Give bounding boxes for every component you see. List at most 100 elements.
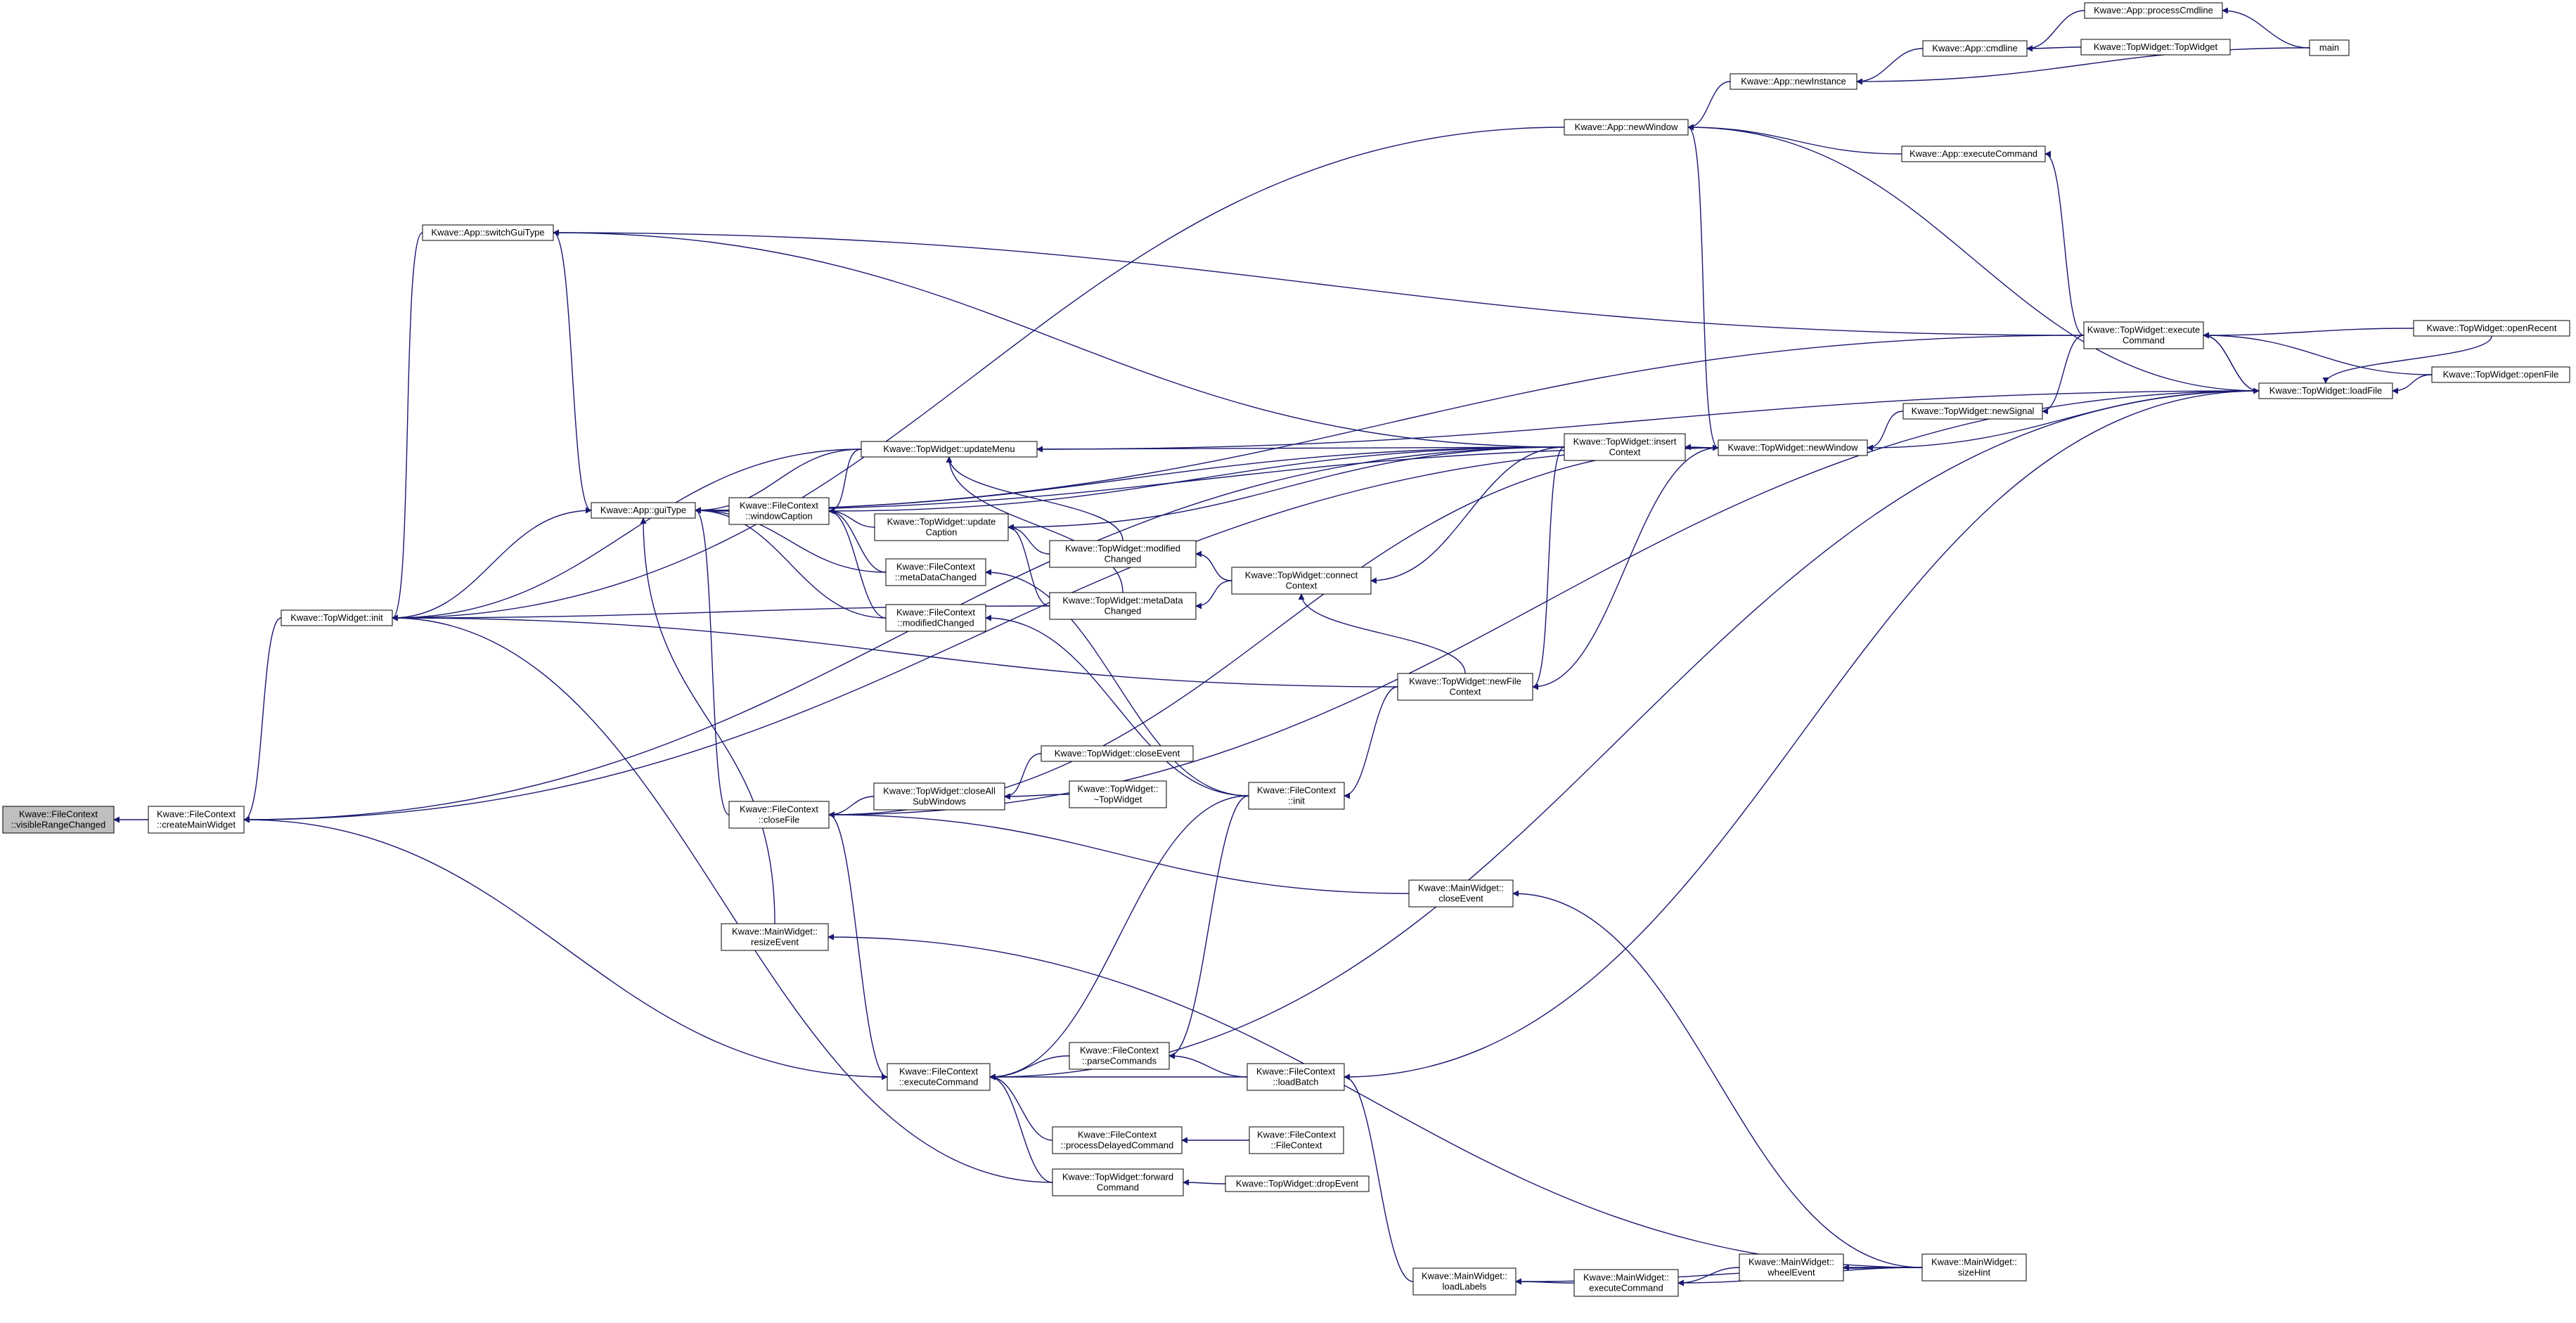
- node-twmod[interactable]: Kwave::TopWidget::modifiedChanged: [1049, 540, 1197, 568]
- node-box-main: [2309, 39, 2350, 56]
- node-newinst[interactable]: Kwave::App::newInstance: [1730, 73, 1857, 90]
- node-label-twnw: Kwave::TopWidget::newWindow: [1728, 442, 1859, 453]
- edge-parsecmd-fcinit: [1168, 795, 1249, 1059]
- node-twctor[interactable]: Kwave::TopWidget::TopWidget: [2080, 39, 2231, 56]
- graph-edges: [113, 7, 2492, 1286]
- node-twdrop[interactable]: Kwave::TopWidget::dropEvent: [1225, 1175, 1370, 1192]
- node-mwsize[interactable]: Kwave::MainWidget::sizeHint: [1921, 1253, 2027, 1282]
- node-label-proccmd: Kwave::App::processCmdline: [2094, 5, 2213, 15]
- edge-loadbatch-mwloadlabels: [1344, 1073, 1414, 1282]
- node-mwwheel[interactable]: Kwave::MainWidget::wheelEvent: [1739, 1253, 1844, 1282]
- edge-modc-fcinit: [985, 614, 1249, 796]
- node-twmeta[interactable]: Kwave::TopWidget::metaDataChanged: [1049, 592, 1197, 620]
- edge-guitype-mdc: [695, 507, 887, 573]
- node-label-openrecent: Kwave::TopWidget::openRecent: [2427, 323, 2557, 333]
- node-mwresize[interactable]: Kwave::MainWidget::resizeEvent: [721, 923, 829, 951]
- node-fcinit[interactable]: Kwave::FileContext::init: [1248, 782, 1345, 810]
- node-twexec[interactable]: Kwave::TopWidget::executeCommand: [2083, 321, 2204, 349]
- edge-wincap-modc: [828, 508, 887, 619]
- node-label-updcap: Kwave::TopWidget::update: [887, 517, 996, 527]
- edge-conn-insctx: [1370, 446, 1565, 584]
- node-label-vrc: Kwave::FileContext: [19, 809, 98, 820]
- node-label-guitype: Kwave::App::guiType: [600, 505, 686, 515]
- node-label-fcexec: ::executeCommand: [899, 1077, 979, 1088]
- node-twclose[interactable]: Kwave::TopWidget::closeEvent: [1041, 745, 1194, 762]
- node-closefile[interactable]: Kwave::FileContext::closeFile: [728, 801, 830, 829]
- node-label-conn: Context: [1286, 581, 1318, 591]
- edge-fcexec-closefile: [828, 814, 888, 1080]
- node-fcexec[interactable]: Kwave::FileContext::executeCommand: [887, 1063, 991, 1091]
- node-updmenu[interactable]: Kwave::TopWidget::updateMenu: [861, 441, 1038, 458]
- node-parsecmd[interactable]: Kwave::FileContext::parseCommands: [1069, 1042, 1170, 1070]
- node-vrc[interactable]: Kwave::FileContext::visibleRangeChanged: [2, 806, 115, 834]
- edge-fcexec-twfwd: [989, 1073, 1053, 1183]
- node-openfile[interactable]: Kwave::TopWidget::openFile: [2431, 366, 2570, 383]
- edge-closefile-closeall: [828, 796, 875, 818]
- node-proccmd[interactable]: Kwave::App::processCmdline: [2084, 2, 2223, 19]
- node-fcctor[interactable]: Kwave::FileContext::FileContext: [1249, 1126, 1344, 1154]
- edge-switchgui-twexec: [553, 229, 2085, 336]
- node-box-twnw: [1718, 439, 1868, 456]
- node-newsig[interactable]: Kwave::TopWidget::newSignal: [1902, 403, 2043, 420]
- node-box-cmdline: [1922, 40, 2028, 57]
- node-twdtor[interactable]: Kwave::TopWidget::~TopWidget: [1069, 780, 1167, 808]
- node-label-twdtor: ~TopWidget: [1093, 794, 1142, 805]
- node-label-twinit: Kwave::TopWidget::init: [290, 612, 383, 623]
- node-cmw[interactable]: Kwave::FileContext::createMainWidget: [148, 806, 245, 834]
- node-box-twexec: [2083, 321, 2204, 349]
- node-box-mwclose: [1408, 879, 1514, 908]
- edge-closefile-mwclose: [828, 811, 1410, 894]
- node-appexec[interactable]: Kwave::App::executeCommand: [1901, 146, 2046, 162]
- node-loadfile[interactable]: Kwave::TopWidget::loadFile: [2258, 382, 2393, 399]
- edge-cmw-fcexec: [243, 816, 888, 1078]
- node-label-modc: ::modifiedChanged: [897, 618, 974, 628]
- edge-twinit-twfwd: [392, 614, 1053, 1183]
- edge-fcexec-parsecmd: [989, 1055, 1070, 1080]
- node-openrecent[interactable]: Kwave::TopWidget::openRecent: [2413, 320, 2570, 337]
- node-appnw[interactable]: Kwave::App::newWindow: [1564, 119, 1689, 136]
- node-loadbatch[interactable]: Kwave::FileContext::loadBatch: [1247, 1063, 1345, 1091]
- node-box-fcctor: [1249, 1126, 1344, 1154]
- edge-loadfile-openfile: [2392, 374, 2433, 394]
- node-main[interactable]: main: [2309, 39, 2350, 56]
- node-box-parsecmd: [1069, 1042, 1170, 1070]
- node-label-updcap: Caption: [926, 527, 958, 538]
- edge-guitype-twexec: [695, 335, 2085, 514]
- edge-newinst-main: [1856, 47, 2310, 85]
- node-label-cmw: ::createMainWidget: [157, 820, 236, 830]
- node-box-closeall: [873, 782, 1005, 811]
- node-modc[interactable]: Kwave::FileContext::modifiedChanged: [885, 604, 986, 632]
- node-twnw[interactable]: Kwave::TopWidget::newWindow: [1718, 439, 1868, 456]
- node-wincap[interactable]: Kwave::FileContext::windowCaption: [728, 497, 830, 525]
- edge-twmeta-conn: [1195, 580, 1232, 609]
- edge-twnw-newsig: [1867, 411, 1904, 451]
- node-cmdline[interactable]: Kwave::App::cmdline: [1922, 40, 2028, 57]
- edge-twmod-conn: [1195, 550, 1232, 581]
- node-mwloadlabels[interactable]: Kwave::MainWidget::loadLabels: [1412, 1267, 1516, 1296]
- node-label-appexec: Kwave::App::executeCommand: [1910, 148, 2037, 159]
- node-twinit[interactable]: Kwave::TopWidget::init: [281, 609, 393, 626]
- node-procdelayed[interactable]: Kwave::FileContext::processDelayedComman…: [1052, 1126, 1183, 1154]
- node-mdc[interactable]: Kwave::FileContext::metaDataChanged: [885, 558, 986, 586]
- edge-twinit-newfctx: [392, 614, 1398, 688]
- node-label-modc: Kwave::FileContext: [896, 607, 975, 618]
- node-switchgui[interactable]: Kwave::App::switchGuiType: [422, 224, 554, 241]
- node-label-fcctor: ::FileContext: [1271, 1140, 1322, 1151]
- node-label-fcinit: ::init: [1288, 796, 1305, 806]
- node-mwclose[interactable]: Kwave::MainWidget::closeEvent: [1408, 879, 1514, 908]
- node-box-procdelayed: [1052, 1126, 1183, 1154]
- node-label-mwwheel: wheelEvent: [1767, 1267, 1815, 1278]
- node-box-loadbatch: [1247, 1063, 1345, 1091]
- node-box-mwexec: [1573, 1269, 1679, 1297]
- node-box-insctx: [1564, 433, 1686, 461]
- node-mwexec[interactable]: Kwave::MainWidget::executeCommand: [1573, 1269, 1679, 1297]
- node-label-mwwheel: Kwave::MainWidget::: [1749, 1257, 1834, 1267]
- node-guitype[interactable]: Kwave::App::guiType: [591, 502, 696, 519]
